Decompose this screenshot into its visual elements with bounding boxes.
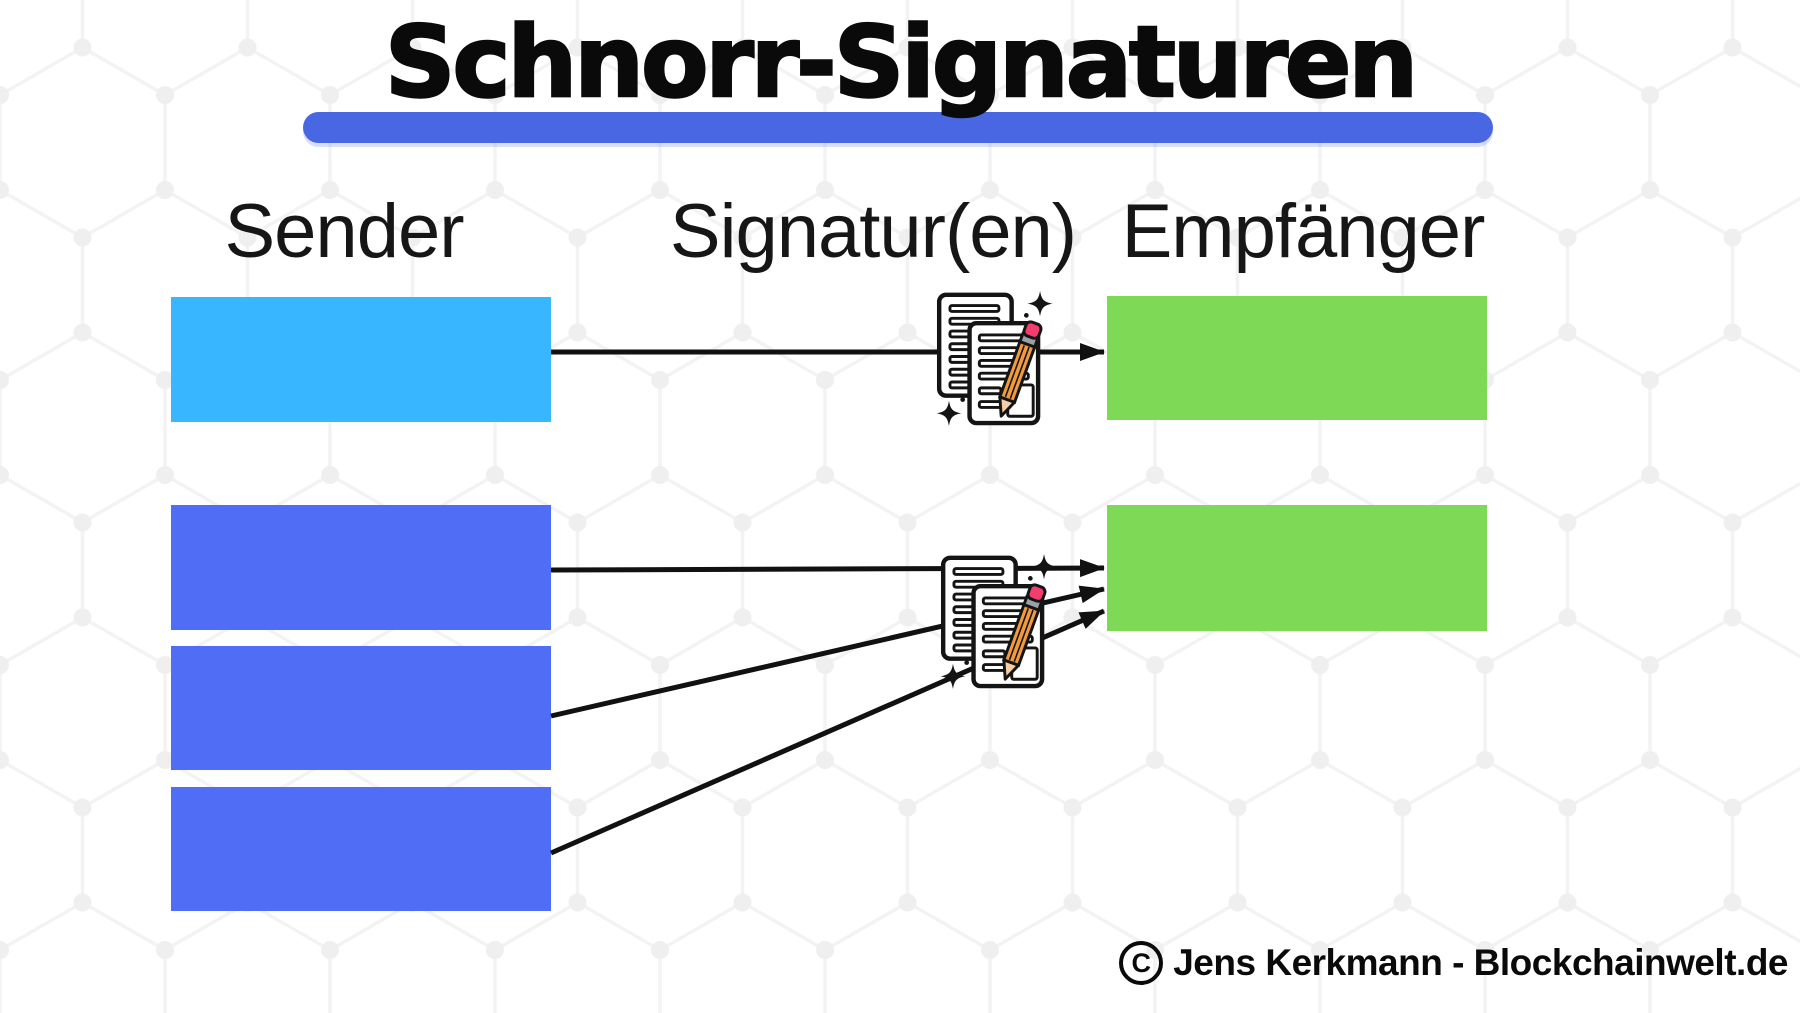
page-title: Schnorr-Signaturen	[384, 6, 1420, 120]
signature-document-icon	[936, 290, 1053, 427]
column-header-empfaenger: Empfänger	[1121, 189, 1486, 274]
sender-box-multi-1	[171, 505, 551, 630]
receiver-box-aggregated	[1107, 505, 1487, 631]
title-underline-bar	[303, 112, 1493, 143]
sender-box-multi-2	[171, 646, 551, 770]
column-header-sender: Sender	[224, 189, 464, 274]
copyright-credit-text: Jens Kerkmann - Blockchainwelt.de	[1173, 942, 1788, 983]
column-header-signaturen: Signatur(en)	[669, 189, 1077, 274]
signature-document-icon	[940, 553, 1057, 690]
document-icon	[940, 555, 1045, 689]
sender-box-multi-3	[171, 787, 551, 911]
sparkle-icon	[940, 553, 1057, 690]
footer-credit: C Jens Kerkmann - Blockchainwelt.de	[1119, 941, 1788, 985]
copyright-icon: C	[1119, 941, 1164, 985]
receiver-box-single	[1107, 296, 1487, 420]
sender-box-single	[171, 297, 551, 422]
pencil-icon	[1001, 583, 1047, 681]
sparkle-icon	[936, 290, 1053, 427]
pencil-icon	[997, 320, 1043, 418]
